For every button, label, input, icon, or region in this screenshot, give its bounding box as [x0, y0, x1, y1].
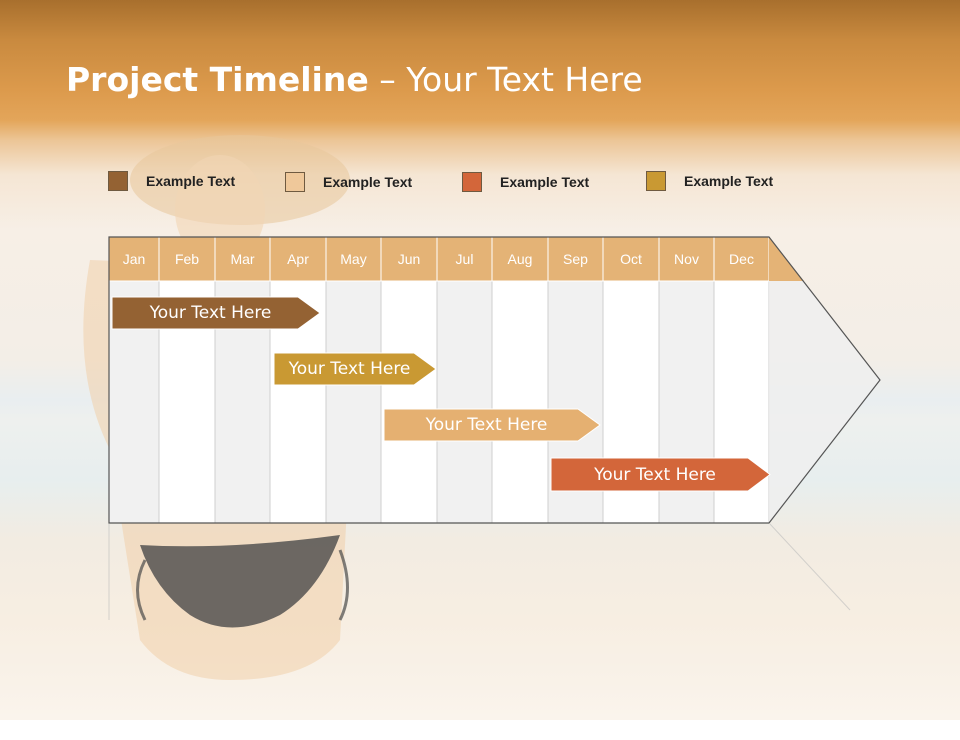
task-bar-3[interactable]: [383, 408, 601, 442]
month-label-feb: Feb: [174, 251, 200, 267]
task-bar-label-4: Your Text Here: [594, 464, 716, 485]
title-rest: – Your Text Here: [368, 60, 643, 99]
month-header-sep: [547, 236, 604, 282]
legend-label-1: Example Text: [146, 173, 236, 189]
task-bar-2[interactable]: [273, 352, 437, 386]
legend-swatch-4: [646, 171, 666, 191]
legend-item-3: Example Text: [462, 172, 589, 192]
reflection-arrow-edge: [769, 523, 851, 611]
month-label-jan: Jan: [122, 251, 146, 267]
month-label-may: May: [340, 251, 367, 267]
month-header-may: [325, 236, 382, 282]
month-label-nov: Nov: [674, 251, 699, 267]
legend-label-3: Example Text: [500, 174, 590, 190]
month-label-sep: Sep: [563, 251, 588, 267]
month-column-may: [325, 280, 382, 524]
month-label-jun: Jun: [397, 251, 421, 267]
month-label-apr: Apr: [287, 251, 309, 267]
month-label-aug: Aug: [507, 251, 533, 267]
month-header-mar: [214, 236, 271, 282]
task-bar-1[interactable]: [111, 296, 321, 330]
month-label-jul: Jul: [455, 251, 474, 267]
title-bold: Project Timeline: [66, 60, 369, 99]
legend-item-4: Example Text: [646, 171, 773, 191]
timeline-chart: [108, 236, 881, 620]
month-label-oct: Oct: [620, 251, 642, 267]
legend-item-2: Example Text: [285, 172, 412, 192]
legend-label-2: Example Text: [323, 174, 413, 190]
month-column-jun: [380, 280, 438, 524]
month-header-feb: [158, 236, 216, 282]
timeline-outline: [108, 236, 881, 524]
month-column-jul: [436, 280, 493, 524]
month-column-aug: [491, 280, 549, 524]
task-bar-label-2: Your Text Here: [288, 359, 411, 379]
month-header-apr: [269, 236, 327, 282]
task-bar-label-1: Your Text Here: [149, 303, 272, 323]
legend-swatch-2: [285, 172, 305, 192]
legend-label-4: Example Text: [684, 173, 774, 189]
slide-title: Project Timeline – Your Text Here: [66, 60, 643, 99]
legend-swatch-1: [108, 171, 128, 191]
timeline-arrow-tip: [769, 237, 880, 523]
month-header-jun: [380, 236, 438, 282]
month-label-dec: Dec: [729, 251, 754, 267]
month-header-nov: [658, 236, 715, 282]
month-label-mar: Mar: [230, 251, 255, 267]
task-bar-4[interactable]: [550, 457, 771, 492]
legend-swatch-3: [462, 172, 482, 192]
task-bar-label-3: Your Text Here: [425, 415, 548, 435]
month-header-oct: [602, 236, 660, 282]
legend-item-1: Example Text: [108, 171, 235, 191]
